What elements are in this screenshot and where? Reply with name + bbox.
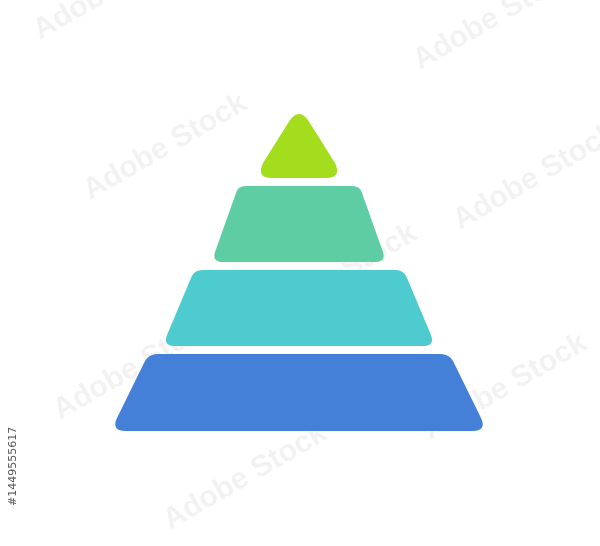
pyramid-layer-third: [166, 270, 432, 346]
watermark-brand-text: Adobe Stock: [27, 0, 203, 46]
watermark-layer: Adobe Stock Adobe Stock Adobe Stock Adob…: [27, 0, 600, 536]
watermark-brand-text: Adobe Stock: [447, 116, 600, 236]
watermark-brand-text: Adobe Stock: [407, 0, 583, 76]
pyramid-layer-second: [214, 186, 384, 262]
stock-id-label: #1449555617: [6, 426, 19, 506]
pyramid-layer-base: [115, 354, 483, 431]
watermark-brand-text: Adobe Stock: [77, 86, 253, 206]
pyramid-layer-top: [260, 114, 338, 178]
watermark-brand-text: Adobe Stock: [157, 416, 333, 536]
